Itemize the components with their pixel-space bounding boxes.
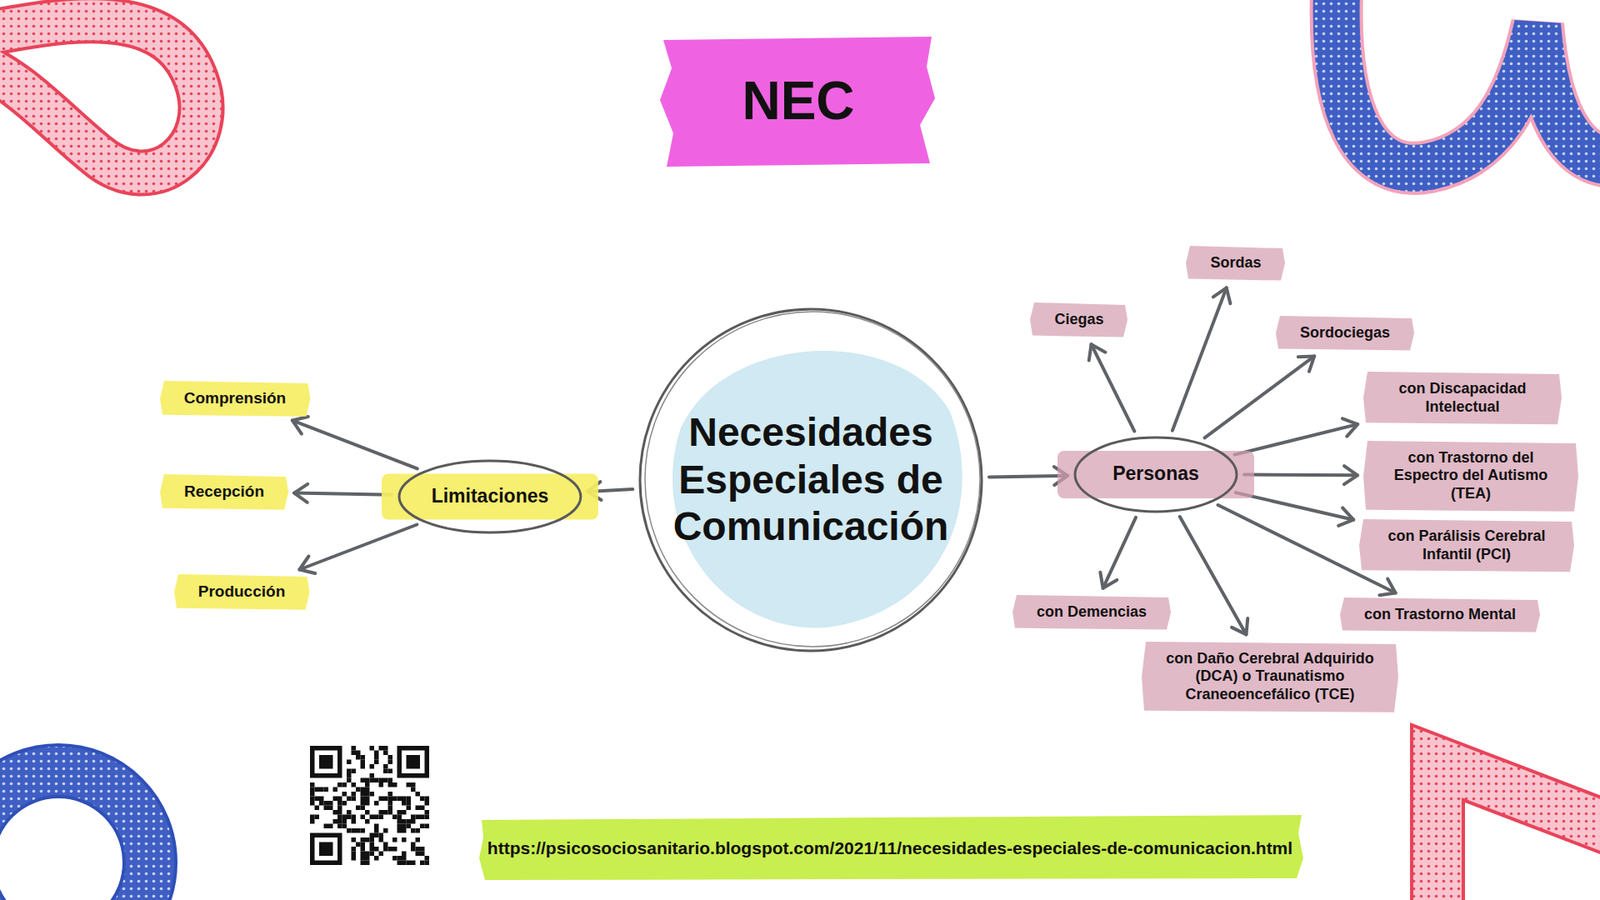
arrow-connector <box>294 493 392 495</box>
node-text: Sordociegas <box>1300 324 1390 343</box>
node-text: con Trastorno del Espectro del Autismo (… <box>1387 449 1555 504</box>
title-band <box>660 36 935 167</box>
pink-loop <box>0 20 201 173</box>
brush-box: con Parálisis Cerebral Infantil (PCI) <box>1358 516 1575 575</box>
blue-curl <box>1336 0 1600 169</box>
node-text: con Daño Cerebral Adquirido (DCA) o Trau… <box>1165 650 1375 705</box>
node-text: Comprensión <box>184 389 286 409</box>
arrow-connector <box>1172 287 1227 430</box>
brush-box: con Trastorno del Espectro del Autismo (… <box>1362 438 1580 515</box>
url-label: https://psicosociosanitario.blogspot.com… <box>487 838 1293 859</box>
blue-ring <box>0 770 150 900</box>
node-text: Sordas <box>1210 254 1261 273</box>
node-text: Personas <box>1112 462 1200 486</box>
node-text: Ciegas <box>1054 310 1104 330</box>
brush-box: con Trastorno Mental <box>1339 595 1541 635</box>
arrow-connector <box>1235 424 1359 455</box>
brush-box: con Demencias <box>1011 592 1172 633</box>
arrow-connector <box>1205 355 1315 438</box>
brush-box: Ciegas <box>1029 300 1129 340</box>
group-ellipse: Personas <box>1072 435 1240 515</box>
arrow-connector <box>989 475 1068 478</box>
node-text: con Discapacidad Intelectual <box>1387 380 1538 416</box>
arrow-connector <box>1235 492 1354 520</box>
node-text: Recepción <box>184 482 265 502</box>
arrow-connector <box>299 525 417 570</box>
url-band <box>479 815 1304 880</box>
brush-box: con Daño Cerebral Adquirido (DCA) o Trau… <box>1140 639 1400 715</box>
brush-box: Producción <box>173 571 311 613</box>
title: NEC <box>741 70 855 132</box>
node-text: con Trastorno Mental <box>1364 605 1516 625</box>
node-text: Limitaciones <box>431 485 550 509</box>
arrow-connector <box>1091 344 1135 431</box>
brush-box: Recepción <box>159 471 290 513</box>
arrow-connector <box>1180 516 1247 635</box>
central-circle: Necesidades Especiales de Comunicación <box>637 306 985 654</box>
node-text: Producción <box>198 582 286 602</box>
group-ellipse: Limitaciones <box>396 458 584 535</box>
arrow-connector <box>1244 473 1358 478</box>
node-text: con Demencias <box>1036 603 1147 622</box>
arrow-connector <box>1103 517 1136 589</box>
arrow-connector <box>292 420 418 470</box>
brush-box: con Discapacidad Intelectual <box>1362 369 1563 427</box>
brush-box: Comprensión <box>159 378 311 420</box>
node-text: Necesidades Especiales de Comunicación <box>660 409 961 551</box>
pink-angle <box>1437 762 1600 900</box>
node-text: con Parálisis Cerebral Infantil (PCI) <box>1383 527 1550 564</box>
brush-box: Sordas <box>1185 243 1286 284</box>
brush-box: Sordociegas <box>1275 313 1415 354</box>
qr-code <box>306 742 433 869</box>
